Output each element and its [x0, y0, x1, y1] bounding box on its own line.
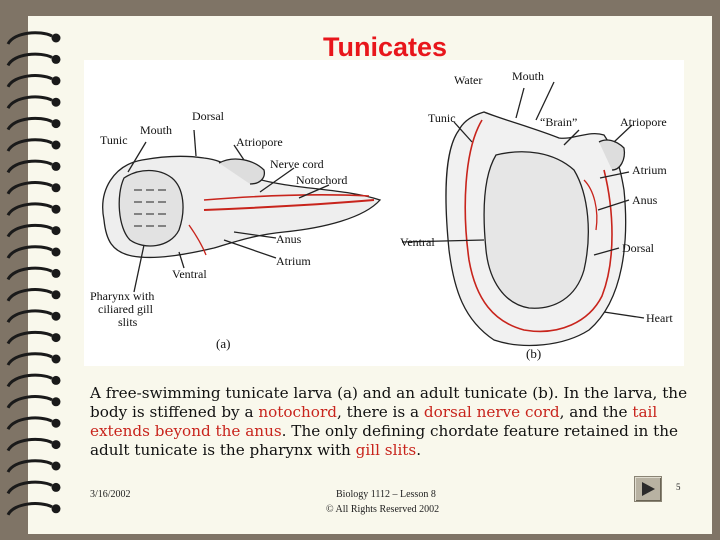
binder-hole [51, 375, 61, 385]
binder-ring [6, 330, 53, 345]
next-slide-icon [642, 482, 655, 496]
binder-ring [6, 223, 53, 238]
caption-text-5: . [416, 441, 422, 459]
adult-label-tunic: Tunic [428, 111, 456, 125]
binder-ring [6, 181, 53, 195]
binder-ring [6, 95, 53, 110]
adult-label-heart: Heart [646, 311, 673, 325]
binder-ring [6, 480, 53, 495]
panel-a-label: (a) [216, 336, 230, 351]
next-slide-button[interactable] [634, 476, 662, 502]
adult-label-ventral: Ventral [400, 235, 435, 249]
spiral-binding-icon [6, 31, 61, 516]
larva-label-atriopore: Atriopore [236, 135, 283, 149]
binder-hole [51, 33, 61, 43]
binder-hole [51, 119, 61, 129]
panel-b-label: (b) [526, 346, 541, 361]
caption-gill-slits: gill slits [355, 441, 417, 459]
footer-course: Biology 1112 – Lesson 8 [336, 489, 436, 500]
adult-label-water: Water [454, 73, 482, 87]
larva-label-anus: Anus [276, 232, 302, 246]
binder-hole [51, 418, 61, 428]
binder-hole [51, 290, 61, 300]
tunicate-figure: Dorsal Mouth Tunic Atriopore Nerve cord … [84, 60, 684, 366]
larva-label-tunic: Tunic [100, 133, 128, 147]
binder-ring [6, 352, 53, 366]
binder-ring [6, 502, 53, 516]
binder-ring [6, 309, 53, 324]
binder-ring [6, 266, 53, 281]
binder-ring [6, 437, 53, 452]
binder-ring [6, 395, 53, 409]
larva-label-nerve-cord: Nerve cord [270, 157, 324, 171]
binder-ring [6, 202, 53, 217]
larva-label-notochord: Notochord [296, 173, 347, 187]
binder-hole [51, 204, 61, 214]
binder-hole [51, 247, 61, 257]
larva-label-atrium: Atrium [276, 254, 311, 268]
figure-caption: A free-swimming tunicate larva (a) and a… [90, 384, 698, 460]
caption-text-3: , and the [559, 403, 633, 421]
binder-hole [51, 397, 61, 407]
larva-label-ventral: Ventral [172, 267, 207, 281]
adult-label-dorsal: Dorsal [622, 241, 655, 255]
binder-ring [6, 31, 53, 45]
binder-hole [51, 76, 61, 86]
caption-text-1: A free-swimming tunicate larva (a) and a… [90, 384, 688, 421]
larva-label-dorsal: Dorsal [192, 109, 225, 123]
slide-title: Tunicates [322, 32, 448, 62]
binder-hole [51, 97, 61, 107]
binder-hole [51, 440, 61, 450]
adult-label-atrium: Atrium [632, 163, 667, 177]
binder-hole [51, 311, 61, 321]
caption-text-2: , there is a [336, 403, 424, 421]
binder-ring [6, 416, 53, 431]
binder-ring [6, 288, 53, 302]
binder-ring [6, 245, 53, 259]
larva-drawing [102, 129, 382, 293]
caption-text-4: . The only defining chordate feature ret… [90, 422, 678, 459]
adult-label-mouth: Mouth [512, 69, 544, 83]
page-number: 5 [676, 482, 681, 492]
caption-tail-extends: tail extends beyond the anus [90, 403, 658, 440]
binder-ring [6, 373, 53, 388]
binder-ring [6, 74, 53, 88]
binder-ring [6, 138, 53, 152]
caption-notochord: notochord [258, 403, 337, 421]
larva-label-pharynx-3: slits [118, 315, 138, 329]
binder-hole [51, 504, 61, 514]
binder-hole [51, 354, 61, 364]
binder-hole [51, 333, 61, 343]
binder-ring [6, 116, 53, 131]
caption-dorsal-nerve-cord: dorsal nerve cord [423, 403, 560, 421]
adult-label-atriopore: Atriopore [620, 115, 667, 129]
binder-hole [51, 183, 61, 193]
adult-label-brain: “Brain” [540, 115, 577, 129]
binder-hole [51, 226, 61, 236]
binder-hole [51, 461, 61, 471]
binder-hole [51, 54, 61, 64]
larva-label-mouth: Mouth [140, 123, 172, 137]
larva-label-pharynx-1: Pharynx with [90, 289, 154, 303]
binder-ring [6, 459, 53, 473]
footer-copyright: © All Rights Reserved 2002 [326, 504, 440, 515]
binder-hole [51, 482, 61, 492]
binder-hole [51, 268, 61, 278]
larva-label-pharynx-2: ciliared gill [98, 302, 154, 316]
adult-drawing [401, 81, 645, 347]
adult-label-anus: Anus [632, 193, 658, 207]
binder-ring [6, 52, 53, 67]
binder-hole [51, 140, 61, 150]
binder-hole [51, 161, 61, 171]
binder-ring [6, 159, 53, 174]
footer-date: 3/16/2002 [90, 489, 131, 500]
